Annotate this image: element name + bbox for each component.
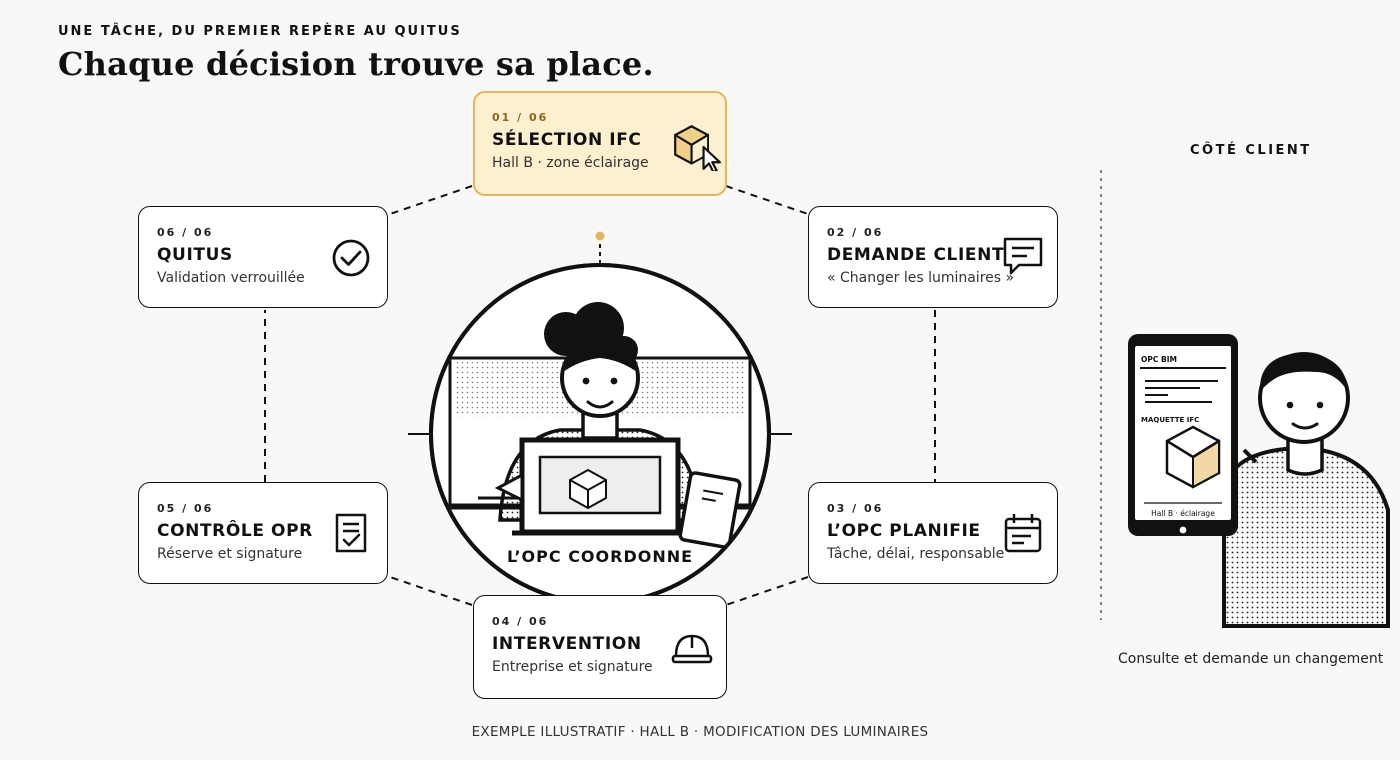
connectors xyxy=(264,185,936,606)
chat-icon xyxy=(1003,237,1043,275)
step-number: 03 / 06 xyxy=(827,502,884,515)
step-subtitle: Hall B · zone éclairage xyxy=(492,155,649,171)
step-card-demande-client[interactable]: 02 / 06 DEMANDE CLIENT « Changer les lum… xyxy=(808,206,1058,308)
step-number: 04 / 06 xyxy=(492,615,549,628)
tablet-footer-text: Hall B · éclairage xyxy=(1151,509,1215,518)
step-card-selection-ifc[interactable]: 01 / 06 SÉLECTION IFC Hall B · zone écla… xyxy=(473,91,727,196)
step-number: 05 / 06 xyxy=(157,502,214,515)
step-number: 01 / 06 xyxy=(492,111,549,124)
step-card-intervention[interactable]: 04 / 06 INTERVENTION Entreprise et signa… xyxy=(473,595,727,699)
center-illustration xyxy=(408,263,792,605)
step-subtitle: Tâche, délai, responsable xyxy=(827,546,1005,562)
center-label: L’OPC COORDONNE xyxy=(506,547,694,566)
step-subtitle: Validation verrouillée xyxy=(157,270,305,286)
step-card-controle-opr[interactable]: 05 / 06 CONTRÔLE OPR Réserve et signatur… xyxy=(138,482,388,584)
step-title: INTERVENTION xyxy=(492,634,642,654)
step-title: DEMANDE CLIENT xyxy=(827,245,1005,265)
step-title: L’OPC PLANIFIE xyxy=(827,521,981,541)
tablet-model-label: MAQUETTE IFC xyxy=(1141,416,1199,424)
client-heading: CÔTÉ CLIENT xyxy=(1190,143,1312,158)
step-card-opc-planifie[interactable]: 03 / 06 L’OPC PLANIFIE Tâche, délai, res… xyxy=(808,482,1058,584)
cube-cursor-icon xyxy=(674,125,721,171)
page-title: Chaque décision trouve sa place. xyxy=(58,45,654,83)
client-caption: Consulte et demande un changement xyxy=(1118,651,1384,667)
anchor-dot xyxy=(595,231,605,241)
calendar-icon xyxy=(1004,514,1042,553)
tablet-app-name: OPC BIM xyxy=(1141,355,1177,364)
client-illustration: OPC BIM MAQUETTE IFC Hall B · éclairage xyxy=(1128,334,1390,628)
check-circle-icon xyxy=(332,239,370,277)
step-number: 06 / 06 xyxy=(157,226,214,239)
checklist-icon xyxy=(335,513,367,553)
step-title: SÉLECTION IFC xyxy=(492,130,642,150)
step-subtitle: « Changer les luminaires » xyxy=(827,270,1015,286)
step-subtitle: Entreprise et signature xyxy=(492,659,653,675)
step-title: CONTRÔLE OPR xyxy=(157,521,313,541)
hard-hat-icon xyxy=(671,634,713,664)
step-title: QUITUS xyxy=(157,245,233,265)
step-subtitle: Réserve et signature xyxy=(157,546,303,562)
step-card-quitus[interactable]: 06 / 06 QUITUS Validation verrouillée xyxy=(138,206,388,308)
step-number: 02 / 06 xyxy=(827,226,884,239)
tablet-cube-icon xyxy=(1165,425,1221,489)
footer-note: EXEMPLE ILLUSTRATIF · HALL B · MODIFICAT… xyxy=(471,724,929,740)
eyebrow: UNE TÂCHE, DU PREMIER REPÈRE AU QUITUS xyxy=(58,24,462,39)
